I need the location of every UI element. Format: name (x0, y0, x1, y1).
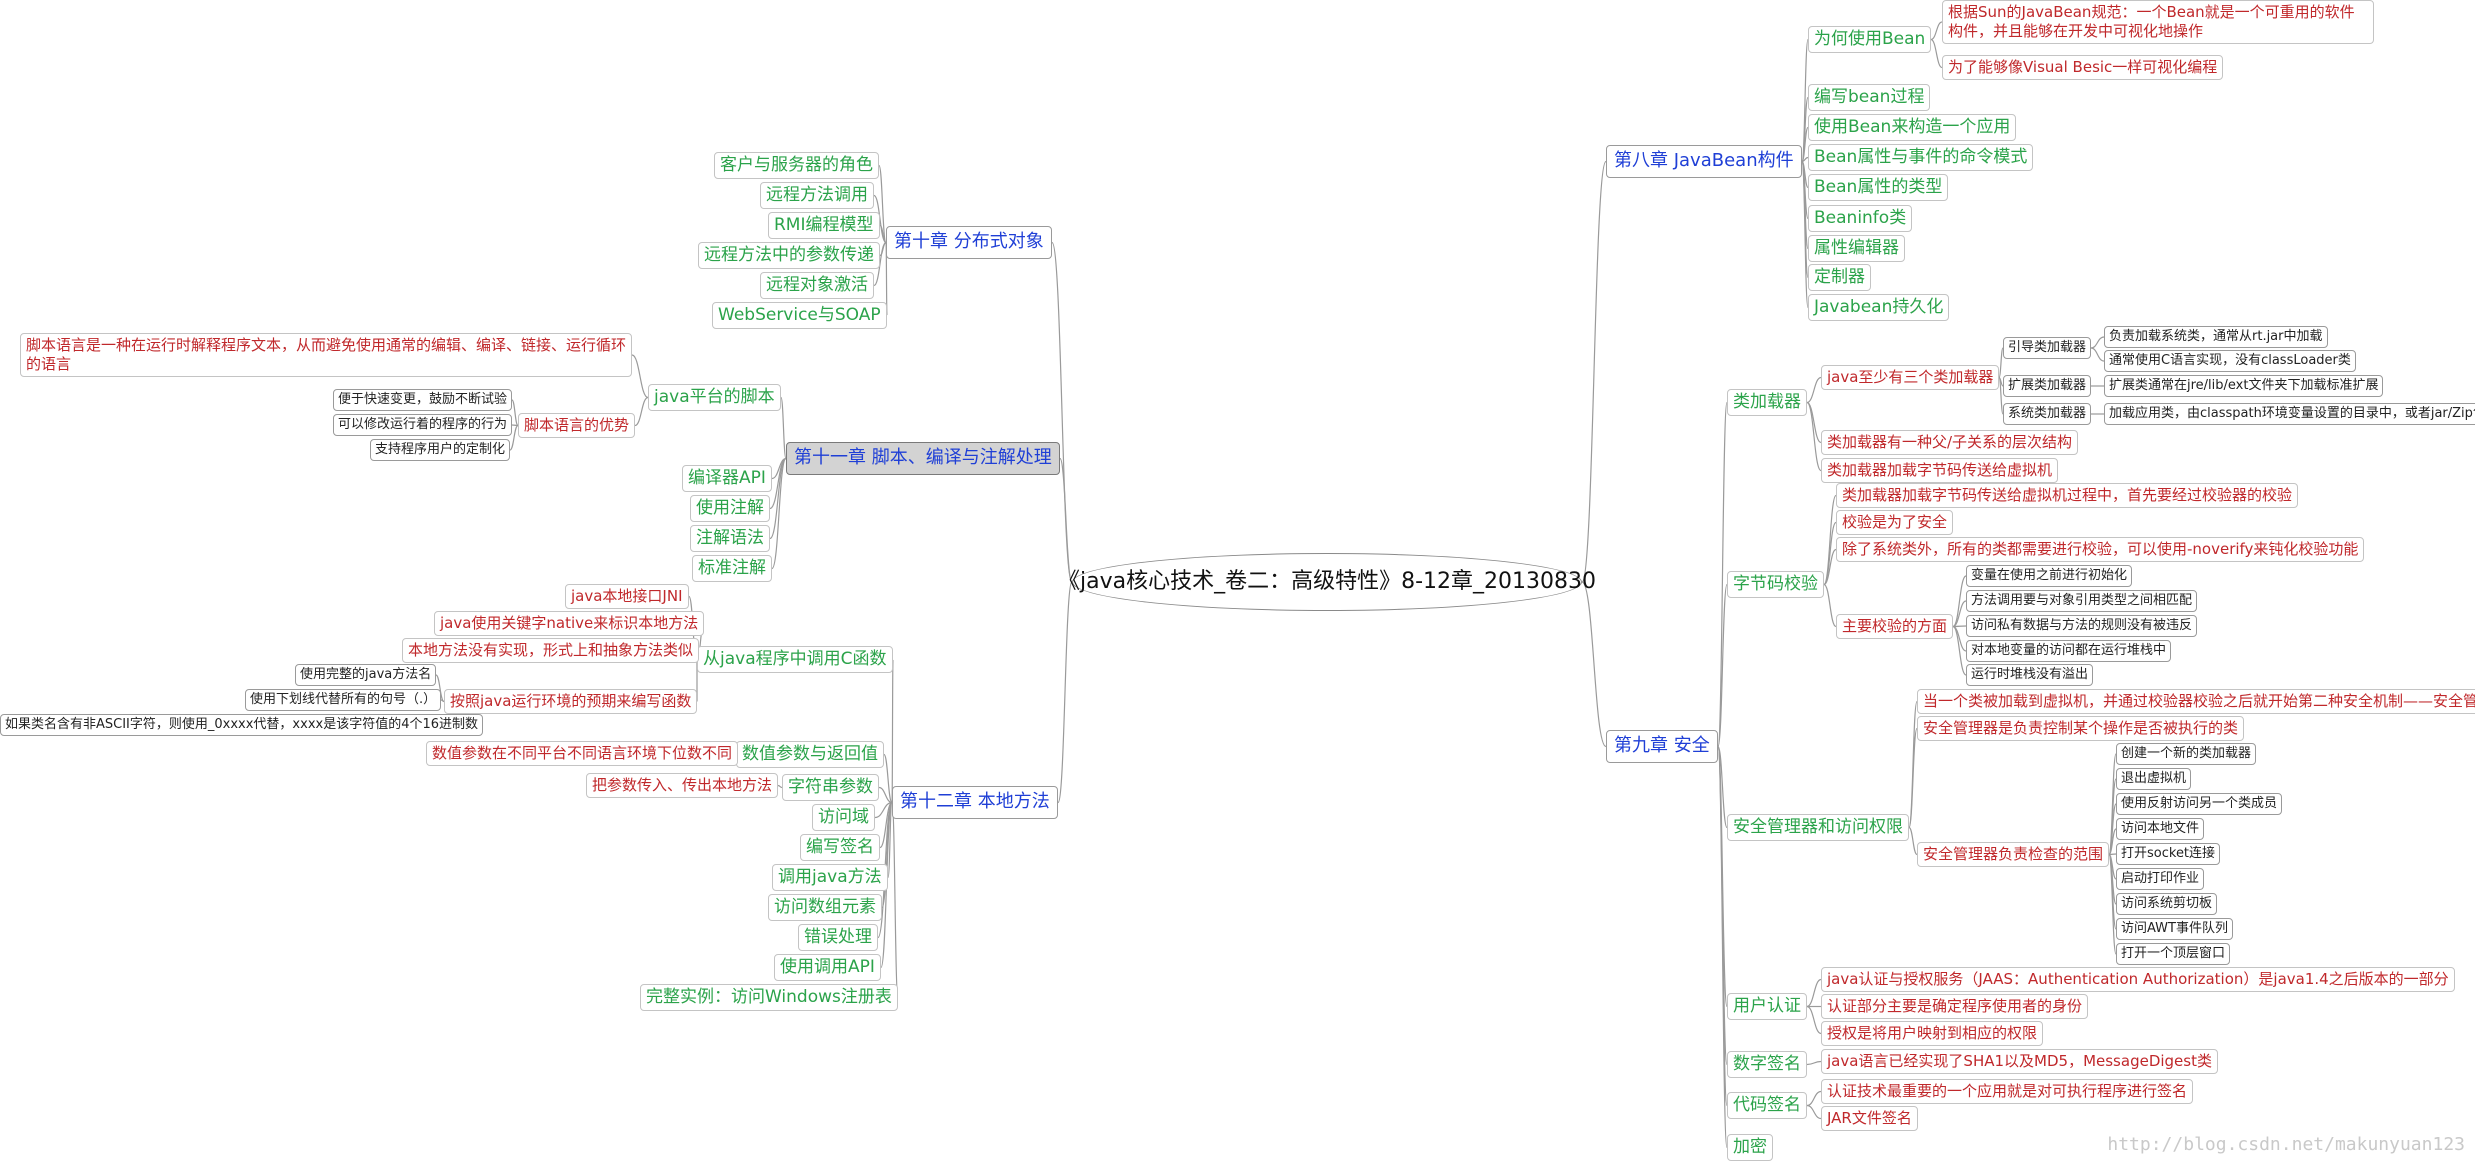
chapter-11-topic[interactable]: 第十一章 脚本、编译与注解处理 (786, 442, 1060, 475)
topic-secmgr-scope-item[interactable]: 退出虚拟机 (2116, 768, 2192, 791)
topic-sys-loader[interactable]: 系统类加载器 (2003, 403, 2092, 426)
topic-ch10-item[interactable]: WebService与SOAP (712, 302, 887, 330)
topic-naming-item[interactable]: 使用完整的java方法名 (295, 664, 437, 687)
topic-advantage-item[interactable]: 支持程序用户的定制化 (370, 439, 511, 462)
topic-script-definition[interactable]: 脚本语言是一种在运行时解释程序文本，从而避免使用通常的编辑、编译、链接、运行循环… (20, 333, 632, 377)
topic-callc-item[interactable]: 本地方法没有实现，形式上和抽象方法类似 (402, 638, 700, 663)
topic-secmgr-scope[interactable]: 安全管理器负责检查的范围 (1917, 842, 2110, 867)
topic-secmgr-scope-item[interactable]: 访问本地文件 (2116, 818, 2205, 841)
topic-secmgr-item[interactable]: 安全管理器是负责控制某个操作是否被执行的类 (1917, 716, 2245, 741)
topic-ch11-item[interactable]: 使用注解 (690, 495, 770, 523)
topic-call-c[interactable]: 从java程序中调用C函数 (697, 646, 893, 674)
topic-callc-item[interactable]: java本地接口JNI (565, 584, 689, 609)
topic-auth-item[interactable]: 授权是将用户映射到相应的权限 (1821, 1021, 2044, 1046)
topic-secmgr-scope-item[interactable]: 访问系统剪切板 (2116, 893, 2218, 916)
topic-encryption[interactable]: 加密 (1727, 1134, 1773, 1161)
topic-naming-item[interactable]: 如果类名含有非ASCII字符，则使用_0xxxx代替，xxxx是该字符值的4个1… (0, 714, 484, 737)
topic-ch10-item[interactable]: RMI编程模型 (768, 212, 880, 240)
topic-advantage-item[interactable]: 便于快速变更，鼓励不断试验 (333, 389, 513, 412)
topic-secmgr-scope-item[interactable]: 启动打印作业 (2116, 868, 2205, 891)
topic-secmgr-scope-item[interactable]: 打开一个顶层窗口 (2116, 943, 2231, 966)
topic-ch8-item[interactable]: Javabean持久化 (1808, 294, 1950, 322)
topic-why-bean[interactable]: 为何使用Bean (1808, 26, 1932, 54)
topic-string-item[interactable]: 把参数传入、传出本地方法 (586, 773, 779, 798)
topic-bean-spec[interactable]: 根据Sun的JavaBean规范：一个Bean就是一个可重用的软件构件，并且能够… (1942, 0, 2374, 44)
topic-verify-item[interactable]: 校验是为了安全 (1836, 510, 1954, 535)
topic-ch8-item[interactable]: Bean属性的类型 (1808, 174, 1949, 202)
topic-sign-item[interactable]: java语言已经实现了SHA1以及MD5，MessageDigest类 (1821, 1049, 2218, 1074)
topic-verify-main-item[interactable]: 对本地变量的访问都在运行堆栈中 (1966, 640, 2172, 663)
topic-secmgr-scope-item[interactable]: 创建一个新的类加载器 (2116, 743, 2257, 766)
topic-code-signing[interactable]: 代码签名 (1727, 1092, 1807, 1120)
topic-ext-item[interactable]: 扩展类通常在jre/lib/ext文件夹下加载标准扩展 (2104, 375, 2384, 398)
topic-ch12-item[interactable]: 访问域 (812, 804, 875, 832)
topic-verify-item[interactable]: 除了系统类外，所有的类都需要进行校验，可以使用-noverify来钝化校验功能 (1836, 537, 2365, 562)
topic-boot-loader[interactable]: 引导类加载器 (2003, 337, 2092, 360)
topic-verify-main-item[interactable]: 访问私有数据与方法的规则没有被违反 (1966, 615, 2198, 638)
topic-numeric-params[interactable]: 数值参数与返回值 (736, 741, 884, 769)
topic-codesign-item[interactable]: 认证技术最重要的一个应用就是对可执行程序进行签名 (1821, 1079, 2194, 1104)
topic-ch10-item[interactable]: 远程方法调用 (760, 182, 874, 210)
topic-secmgr-scope-item[interactable]: 访问AWT事件队列 (2116, 918, 2233, 941)
chapter-9-topic[interactable]: 第九章 安全 (1606, 730, 1718, 763)
topic-class-loader[interactable]: 类加载器 (1727, 389, 1807, 417)
topic-ch8-item[interactable]: 属性编辑器 (1808, 235, 1905, 263)
topic-callc-item[interactable]: java使用关键字native来标识本地方法 (434, 611, 705, 636)
chapter-12-topic[interactable]: 第十二章 本地方法 (892, 786, 1058, 819)
topic-verify-main[interactable]: 主要校验的方面 (1836, 614, 1954, 639)
topic-ch12-item[interactable]: 访问数组元素 (768, 894, 882, 922)
topic-digital-signature[interactable]: 数字签名 (1727, 1051, 1807, 1079)
topic-security-manager[interactable]: 安全管理器和访问权限 (1727, 814, 1909, 842)
topic-ch12-item[interactable]: 使用调用API (774, 954, 881, 982)
topic-java-script[interactable]: java平台的脚本 (648, 384, 781, 412)
root-topic[interactable]: 《java核心技术_卷二：高级特性》8-12章_20130830 (1058, 553, 1596, 611)
topic-script-advantages[interactable]: 脚本语言的优势 (518, 413, 636, 438)
topic-verify-item[interactable]: 类加载器加载字节码传送给虚拟机过程中，首先要经过校验器的校验 (1836, 483, 2299, 508)
topic-ch10-item[interactable]: 客户与服务器的角色 (714, 152, 879, 180)
topic-boot-item[interactable]: 通常使用C语言实现，没有classLoader类 (2104, 350, 2356, 373)
topic-ch11-item[interactable]: 编译器API (682, 465, 772, 493)
topic-ch8-item[interactable]: 使用Bean来构造一个应用 (1808, 114, 2017, 142)
watermark: http://blog.csdn.net/makunyuan123 (2107, 1134, 2465, 1155)
topic-loader-hierarchy[interactable]: 类加载器有一种父/子关系的层次结构 (1821, 430, 2079, 455)
topic-secmgr-scope-item[interactable]: 打开socket连接 (2116, 843, 2221, 866)
topic-loader-transfer[interactable]: 类加载器加载字节码传送给虚拟机 (1821, 458, 2059, 483)
topic-verify-main-item[interactable]: 方法调用要与对象引用类型之间相匹配 (1966, 590, 2198, 613)
topic-ch11-item[interactable]: 标准注解 (692, 555, 772, 583)
topic-three-loaders[interactable]: java至少有三个类加载器 (1821, 365, 2000, 390)
topic-advantage-item[interactable]: 可以修改运行着的程序的行为 (333, 414, 513, 437)
topic-secmgr-scope-item[interactable]: 使用反射访问另一个类成员 (2116, 793, 2283, 816)
topic-secmgr-item[interactable]: 当一个类被加载到虚拟机，并通过校验器校验之后就开始第二种安全机制——安全管理器 (1917, 689, 2475, 714)
topic-verify-main-item[interactable]: 运行时堆栈没有溢出 (1966, 664, 2094, 687)
topic-string-params[interactable]: 字符串参数 (782, 774, 879, 802)
chapter-10-topic[interactable]: 第十章 分布式对象 (886, 226, 1052, 259)
topic-user-auth[interactable]: 用户认证 (1727, 993, 1807, 1021)
topic-params-item[interactable]: 数值参数在不同平台不同语言环境下位数不同 (426, 741, 739, 766)
topic-visual-basic[interactable]: 为了能够像Visual Besic一样可视化编程 (1942, 55, 2224, 80)
topic-ch8-item[interactable]: 编写bean过程 (1808, 84, 1931, 112)
topic-ch8-item[interactable]: Bean属性与事件的命令模式 (1808, 144, 2034, 172)
topic-ch12-item[interactable]: 错误处理 (798, 924, 878, 952)
topic-ch12-item[interactable]: 编写签名 (800, 834, 880, 862)
topic-auth-item[interactable]: java认证与授权服务（JAAS：Authentication Authoriz… (1821, 967, 2455, 992)
topic-ext-loader[interactable]: 扩展类加载器 (2003, 375, 2092, 398)
topic-ch10-item[interactable]: 远程对象激活 (760, 272, 874, 300)
topic-sys-item[interactable]: 加载应用类，由classpath环境变量设置的目录中，或者jar/Zip包中 (2104, 403, 2475, 426)
topic-ch8-item[interactable]: 定制器 (1808, 264, 1871, 292)
topic-verify-main-item[interactable]: 变量在使用之前进行初始化 (1966, 565, 2133, 588)
topic-ch12-item[interactable]: 完整实例：访问Windows注册表 (640, 984, 898, 1012)
topic-ch12-item[interactable]: 调用java方法 (772, 864, 888, 892)
topic-boot-item[interactable]: 负责加载系统类，通常从rt.jar中加载 (2104, 326, 2328, 349)
topic-ch8-item[interactable]: Beaninfo类 (1808, 205, 1913, 233)
topic-naming-item[interactable]: 使用下划线代替所有的句号（.） (245, 689, 442, 712)
topic-codesign-item[interactable]: JAR文件签名 (1821, 1106, 1918, 1131)
topic-ch10-item[interactable]: 远程方法中的参数传递 (698, 242, 880, 270)
chapter-8-topic[interactable]: 第八章 JavaBean构件 (1606, 145, 1802, 178)
topic-ch11-item[interactable]: 注解语法 (690, 525, 770, 553)
topic-bytecode-verify[interactable]: 字节码校验 (1727, 571, 1824, 599)
topic-naming-rule[interactable]: 按照java运行环境的预期来编写函数 (444, 689, 698, 714)
topic-auth-item[interactable]: 认证部分主要是确定程序使用者的身份 (1821, 994, 2089, 1019)
